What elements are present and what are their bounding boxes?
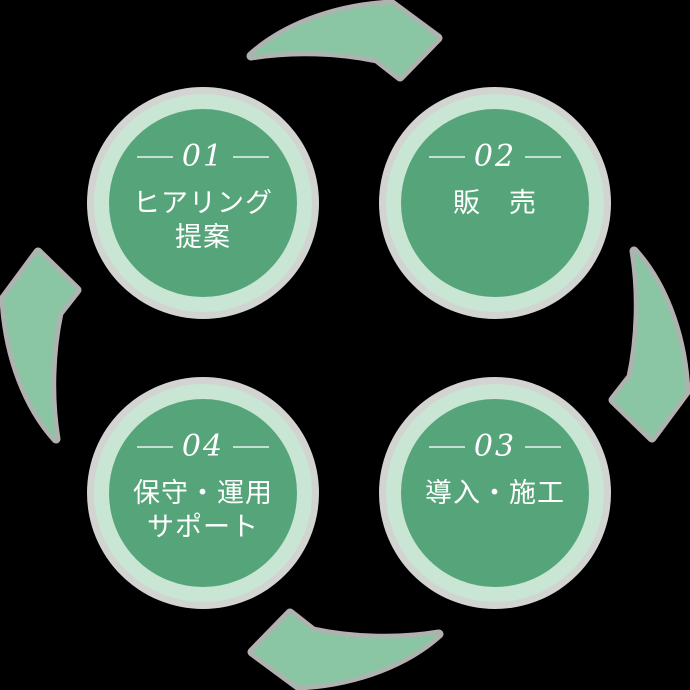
arrow-left-clockwise-icon — [4, 252, 77, 439]
arrow-right-clockwise-icon — [613, 251, 686, 438]
step-label: 導入・施工 — [401, 476, 589, 510]
step-number-row: 02 — [401, 142, 589, 172]
number-divider-right — [233, 156, 270, 158]
step-label-line: ヒアリング — [133, 188, 273, 218]
step-number: 02 — [473, 139, 517, 174]
step-number: 04 — [181, 429, 225, 464]
step-circle-2: 02 販 売 — [386, 94, 604, 312]
number-divider-right — [525, 156, 562, 158]
step-circle-4: 04 保守・運用 サポート — [94, 384, 312, 602]
number-divider-left — [428, 446, 465, 448]
step-number-row: 03 — [401, 432, 589, 462]
step-circle-1: 01 ヒアリング 提案 — [94, 94, 312, 312]
step-label-line: 保守・運用 — [133, 478, 273, 508]
step-label-line: 提案 — [175, 222, 231, 252]
step-label-line: 導入・施工 — [425, 478, 565, 508]
step-number: 03 — [473, 429, 517, 464]
step-number: 01 — [181, 139, 225, 174]
number-divider-left — [428, 156, 465, 158]
number-divider-right — [525, 446, 562, 448]
arrow-top-clockwise-icon — [251, 4, 438, 77]
number-divider-right — [233, 446, 270, 448]
number-divider-left — [136, 156, 173, 158]
step-label-line: サポート — [147, 512, 259, 542]
arrow-bottom-clockwise-icon — [252, 613, 439, 686]
step-label: 保守・運用 サポート — [109, 476, 297, 544]
step-number-row: 01 — [109, 142, 297, 172]
step-number-row: 04 — [109, 432, 297, 462]
step-label: 販 売 — [401, 186, 589, 220]
step-label: ヒアリング 提案 — [109, 186, 297, 254]
step-label-line: 販 売 — [453, 188, 537, 218]
number-divider-left — [136, 446, 173, 448]
step-circle-3: 03 導入・施工 — [386, 384, 604, 602]
